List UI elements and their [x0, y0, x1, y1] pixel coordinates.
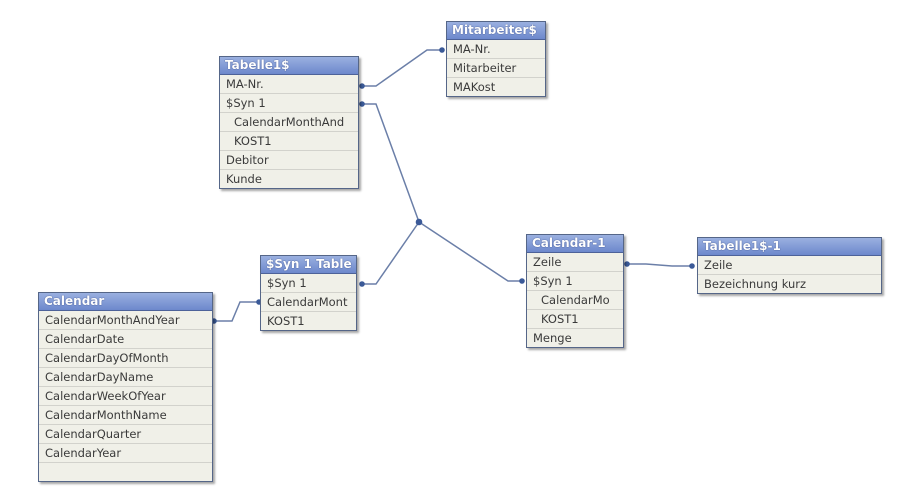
field-syn1[interactable]: $Syn 1	[220, 93, 358, 112]
field-mitarbeiter[interactable]: Mitarbeiter	[447, 58, 545, 77]
link-dot	[359, 101, 365, 107]
table-title[interactable]: Calendar	[39, 293, 212, 311]
field-syn1[interactable]: $Syn 1	[527, 271, 623, 290]
field-ma-nr[interactable]: MA-Nr.	[453, 42, 491, 56]
field-makost[interactable]: MAKost	[447, 77, 545, 96]
field-debitor[interactable]: Debitor	[220, 150, 358, 169]
table-mitarbeiter[interactable]: Mitarbeiter$ MA-Nr. Mitarbeiter MAKost	[446, 21, 546, 97]
link-dot	[624, 261, 630, 267]
link-dot	[689, 263, 695, 269]
field-bezeichnung-kurz[interactable]: Bezeichnung kurz	[698, 274, 881, 293]
field-calendardayname[interactable]: CalendarDayName	[39, 367, 212, 386]
field-kunde[interactable]: Kunde	[220, 169, 358, 188]
link-syn1-tabelle1	[362, 103, 420, 223]
field-calendardate[interactable]: CalendarDate	[39, 329, 212, 348]
link-dot	[519, 278, 525, 284]
empty-row	[39, 462, 212, 481]
field-zeile[interactable]: Zeile	[533, 255, 562, 269]
table-title[interactable]: Calendar-1	[527, 235, 623, 253]
field-calendarmonthname[interactable]: CalendarMonthName	[39, 405, 212, 424]
field-calendarweekofyear[interactable]: CalendarWeekOfYear	[39, 386, 212, 405]
link-calendar-monthandyear	[214, 301, 259, 322]
link-junction-dot	[415, 218, 423, 226]
table-title[interactable]: Tabelle1$	[220, 57, 358, 75]
field-kost1[interactable]: KOST1	[220, 131, 358, 150]
field-calendarmonthandyear[interactable]: CalendarMonthAndYear	[45, 313, 180, 327]
field-calendaryear[interactable]: CalendarYear	[39, 443, 212, 462]
field-ma-nr[interactable]: MA-Nr.	[226, 77, 264, 91]
table-title[interactable]: $Syn 1 Table	[261, 256, 356, 274]
field-calendarquarter[interactable]: CalendarQuarter	[39, 424, 212, 443]
field-calendarmo[interactable]: CalendarMo	[527, 290, 623, 309]
field-zeile[interactable]: Zeile	[704, 258, 733, 272]
link-dot	[359, 83, 365, 89]
link-dot	[439, 47, 445, 53]
table-title[interactable]: Tabelle1$-1	[698, 238, 881, 256]
link-syn1-table	[362, 221, 420, 285]
field-kost1[interactable]: KOST1	[527, 309, 623, 328]
link-ma-nr	[362, 49, 442, 87]
field-calendarmonthand[interactable]: CalendarMonthAnd	[220, 112, 358, 131]
field-kost1[interactable]: KOST1	[261, 311, 356, 330]
table-tabelle1[interactable]: Tabelle1$ MA-Nr. $Syn 1 CalendarMonthAnd…	[219, 56, 359, 189]
field-calendarmont[interactable]: CalendarMont	[261, 292, 356, 311]
field-syn1[interactable]: $Syn 1	[267, 276, 307, 290]
table-title[interactable]: Mitarbeiter$	[447, 22, 545, 40]
table-calendar[interactable]: Calendar CalendarMonthAndYear CalendarDa…	[38, 292, 213, 482]
table-calendar-1[interactable]: Calendar-1 Zeile $Syn 1 CalendarMo KOST1…	[526, 234, 624, 348]
table-tabelle1s-1[interactable]: Tabelle1$-1 Zeile Bezeichnung kurz	[697, 237, 882, 294]
link-zeile	[627, 263, 692, 267]
field-calendardayofmonth[interactable]: CalendarDayOfMonth	[39, 348, 212, 367]
link-syn1-calendar1	[418, 221, 522, 282]
link-dot	[359, 281, 365, 287]
field-menge[interactable]: Menge	[527, 328, 623, 347]
table-syn1-table[interactable]: $Syn 1 Table $Syn 1 CalendarMont KOST1	[260, 255, 357, 331]
